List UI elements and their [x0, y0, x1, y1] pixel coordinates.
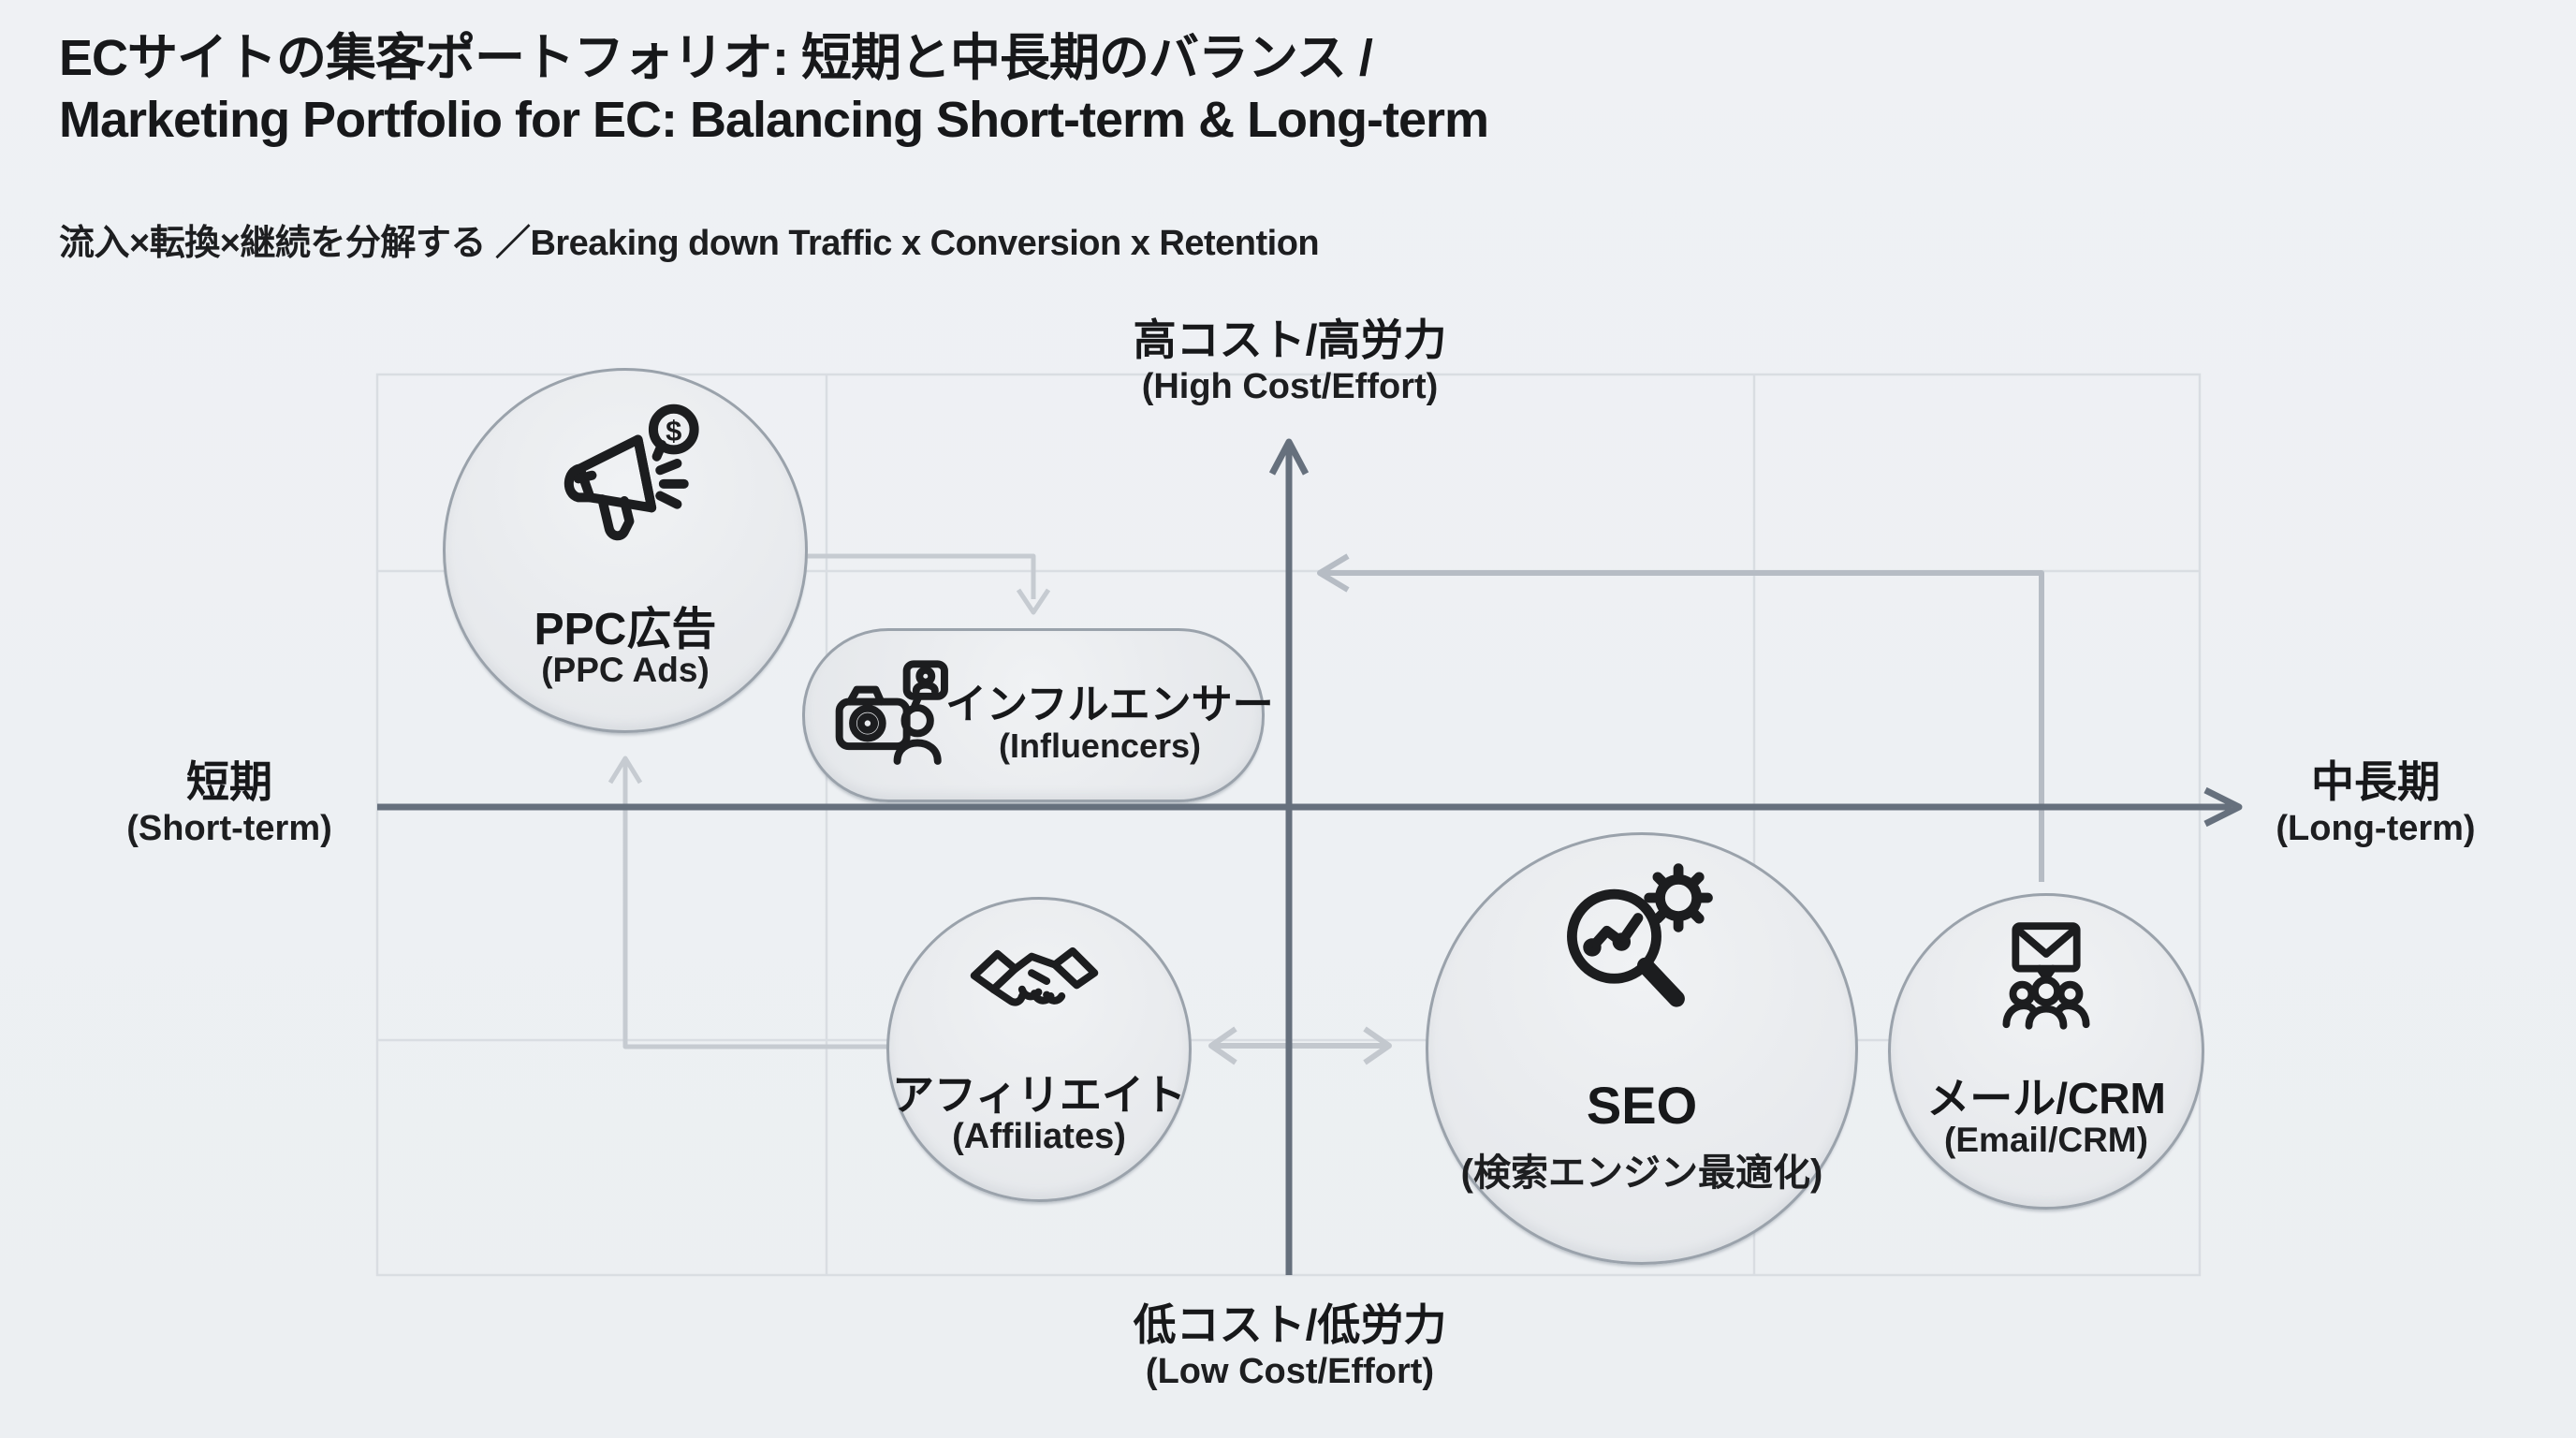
axis-label-low-cost: 低コスト/低労力 (Low Cost/Effort)	[1133, 1300, 1447, 1392]
page-title-line-en: Marketing Portfolio for EC: Balancing Sh…	[59, 91, 1489, 148]
svg-text:$: $	[666, 414, 681, 447]
axis-label-long-term: 中長期 (Long-term)	[2276, 757, 2476, 849]
axis-label-high-cost: 高コスト/高労力 (High Cost/Effort)	[1133, 315, 1447, 407]
page-title: ECサイトの集客ポートフォリオ: 短期と中長期のバランス / Marketing…	[59, 28, 1489, 152]
y-axis	[1268, 438, 1310, 1275]
axis-label-short-term: 短期 (Short-term)	[126, 757, 332, 849]
megaphone-dollar-icon: $	[539, 397, 710, 567]
node-affiliates: アフィリエイト (Affiliates)	[886, 897, 1192, 1202]
envelope-people-icon	[1980, 913, 2113, 1046]
page-title-line-ja: ECサイトの集客ポートフォリオ: 短期と中長期のバランス /	[59, 30, 1373, 86]
camera-person-icon	[831, 648, 966, 783]
connector-ppc-to-influencers	[798, 553, 1051, 615]
connector-email-to-center	[1317, 553, 2044, 882]
x-axis	[377, 786, 2243, 828]
node-email-crm: メール/CRM (Email/CRM)	[1888, 893, 2204, 1210]
connector-affiliates-seo-bidirectional	[1208, 1026, 1392, 1065]
handshake-icon	[966, 913, 1103, 1049]
page-subtitle: 流入×転換×継続を分解する ／Breaking down Traffic x C…	[59, 224, 1320, 263]
node-influencers: インフルエンサー (Influencers)	[802, 628, 1274, 802]
node-seo: SEO (検索エンジン最適化)	[1426, 832, 1858, 1265]
node-ppc-ads: $ PPC広告 (PPC Ads)	[443, 368, 808, 733]
connector-affiliates-to-ppc	[607, 756, 889, 1049]
magnifier-gear-icon	[1544, 852, 1728, 1035]
